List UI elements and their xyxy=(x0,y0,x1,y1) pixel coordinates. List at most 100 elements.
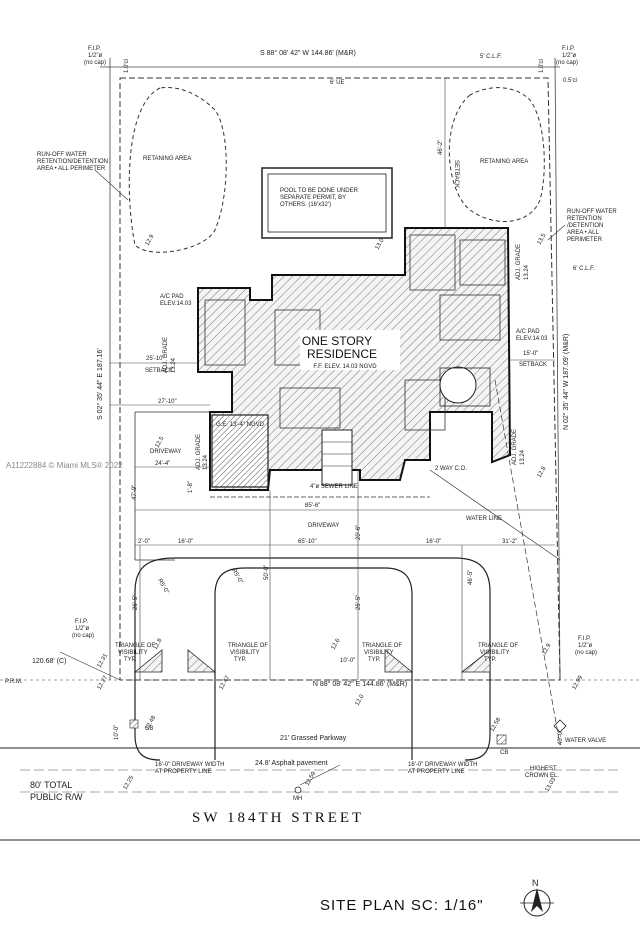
pool-outline xyxy=(261,167,393,239)
row-label: PUBLIC R/W xyxy=(30,792,83,802)
sewer-line-label: 4"ø SEWER LINE xyxy=(310,484,358,490)
svg-text:1/2"ø: 1/2"ø xyxy=(88,53,102,59)
triangle-visibility-label: TRIANGLE OF VISIBILITY TYP. xyxy=(478,643,518,663)
water-line-label: WATER LINE xyxy=(466,516,502,522)
edge-dim: 1.0'cl xyxy=(539,59,545,73)
pool-note: POOL TO BE DONE UNDER SEPARATE PERMIT, B… xyxy=(280,188,359,208)
dim-label: 24'-4" xyxy=(155,461,170,467)
mh-label: MH xyxy=(293,796,302,802)
triangle-visibility-label: TRIANGLE OF VISIBILITY TYP. xyxy=(115,643,155,663)
svg-text:F.I.P.: F.I.P. xyxy=(578,636,591,642)
svg-text:F.I.P.: F.I.P. xyxy=(75,619,88,625)
street-elev: 12.25 xyxy=(123,774,136,791)
svg-text:RUN-OFF WATER: RUN-OFF WATER xyxy=(37,152,87,158)
svg-text:1/2"ø: 1/2"ø xyxy=(578,643,592,649)
clf-label: 6' C.L.F. xyxy=(573,266,595,272)
dim-label: 65'-10" xyxy=(298,539,317,545)
svg-text:/DETENTION: /DETENTION xyxy=(567,223,603,229)
west-line-label: S 02° 35' 44" E 187.16' xyxy=(96,348,104,420)
adj-grade: ADJ. GRADE xyxy=(516,244,522,280)
fip-marker: F.I.P. 1/2"ø (no cap) xyxy=(556,46,578,66)
svg-text:OTHERS. (16'x32'): OTHERS. (16'x32') xyxy=(280,202,331,208)
ac-pad-label: A/C PAD xyxy=(516,329,540,335)
adj-grade: ADJ. GRADE xyxy=(163,337,169,373)
spot-elev: 12.27 xyxy=(97,674,110,691)
prm-label: P.R.M. xyxy=(5,679,23,685)
svg-text:VISIBILITY: VISIBILITY xyxy=(364,650,394,656)
svg-text:1/2"ø: 1/2"ø xyxy=(562,53,576,59)
dim-label: 10'-0" xyxy=(340,658,355,664)
adj-grade: ADJ. GRADE xyxy=(512,429,518,465)
plan-title: SITE PLAN SC: 1/16" xyxy=(320,897,484,914)
visibility-triangle xyxy=(460,649,491,673)
catch-basin-icon xyxy=(129,719,139,729)
svg-text:VISIBILITY: VISIBILITY xyxy=(118,650,148,656)
spot-elev: 12.99 xyxy=(572,674,585,691)
visibility-triangle xyxy=(187,649,217,673)
svg-text:AT PROPERTY LINE: AT PROPERTY LINE xyxy=(155,769,212,775)
svg-text:TRIANGLE OF: TRIANGLE OF xyxy=(362,643,402,649)
dim-label: 26'-5" xyxy=(356,595,362,610)
clf-label: 5' C.L.F. xyxy=(480,54,502,60)
triangle-visibility-label: TRIANGLE OF VISIBILITY TYP. xyxy=(362,643,402,663)
visibility-triangle xyxy=(384,649,414,673)
svg-text:TRIANGLE OF: TRIANGLE OF xyxy=(115,643,155,649)
dim-label: 85'-6" xyxy=(305,503,320,509)
svg-text:VISIBILITY: VISIBILITY xyxy=(480,650,510,656)
dim-label: 20'-6" xyxy=(356,525,362,540)
svg-text:AREA • ALL: AREA • ALL xyxy=(567,230,599,236)
fip-marker: F.I.P. 1/2"ø (no cap) xyxy=(72,619,94,639)
dim-label: 26'-5" xyxy=(133,595,139,610)
svg-text:AREA • ALL PERIMETER: AREA • ALL PERIMETER xyxy=(37,166,106,172)
side-setback-label: SETBACK xyxy=(519,362,547,368)
spot-elev: 13.0 xyxy=(375,237,386,251)
spot-elev: 12.5 xyxy=(155,435,166,449)
dim-label: 47'-9" xyxy=(132,485,138,500)
water-valve-label: WATER VALVE xyxy=(565,738,606,744)
dim-label: 1'-8" xyxy=(188,481,194,493)
dim-label: 16'-0" xyxy=(426,539,441,545)
cb-label: CB xyxy=(500,750,508,756)
water-valve-icon xyxy=(553,719,567,733)
svg-text:TYP.: TYP. xyxy=(368,657,381,663)
pool-inner xyxy=(267,173,387,233)
north-line-label: S 88° 08' 42" W 144.86' (M&R) xyxy=(260,49,356,57)
parkway-label: 21' Grassed Parkway xyxy=(280,735,347,742)
retaining-area-right xyxy=(448,87,545,222)
svg-text:(no cap): (no cap) xyxy=(575,650,597,656)
edge-dim: 1.0'cl xyxy=(124,59,130,73)
ue-label: 6' UE xyxy=(330,80,344,86)
driveway-width-note: 16'-0" DRIVEWAY WIDTH AT PROPERTY LINE xyxy=(408,762,478,775)
watermark: A11222884 © Miami MLS® 2022 xyxy=(6,461,123,470)
runoff-note-right: RUN-OFF WATER RETENTION /DETENTION AREA … xyxy=(567,209,617,243)
residence-title: RESIDENCE xyxy=(307,347,377,361)
edge-dim: 0.5'cl xyxy=(563,78,577,84)
driveway-label: DRIVEWAY xyxy=(308,523,339,529)
svg-text:VISIBILITY: VISIBILITY xyxy=(230,650,260,656)
crown-label: HIGHEST xyxy=(530,766,557,772)
ac-pad-label: ELEV.14.03 xyxy=(160,301,192,307)
spot-elev: 12.6 xyxy=(331,637,342,651)
adj-grade: 13.24 xyxy=(524,264,530,280)
spot-elev: 12.8 xyxy=(537,465,548,479)
visibility-triangle xyxy=(133,649,163,673)
two-way-co: 2 WAY C.O. xyxy=(435,466,467,472)
retaining-area-label: RETANING AREA xyxy=(143,156,191,162)
spot-elev: 12.31 xyxy=(97,652,110,669)
retaining-area-label: RETANING AREA xyxy=(480,159,528,165)
dim-label: 16'-0" xyxy=(178,539,193,545)
triangle-visibility-label: TRIANGLE OF VISIBILITY TYP. xyxy=(228,643,268,663)
fip-marker: F.I.P. 1/2"ø (no cap) xyxy=(84,46,106,66)
residence-label-bg xyxy=(300,330,400,370)
spot-elev: 12.58 xyxy=(490,716,503,733)
svg-text:(no cap): (no cap) xyxy=(72,633,94,639)
catch-basin-icon xyxy=(496,734,507,745)
svg-text:RETENTION/DETENTION: RETENTION/DETENTION xyxy=(37,159,108,165)
dim-label: 31'-2" xyxy=(502,539,517,545)
dim-label: 46'-5" xyxy=(468,570,474,585)
svg-text:TRIANGLE OF: TRIANGLE OF xyxy=(228,643,268,649)
ac-pad-label: A/C PAD xyxy=(160,294,184,300)
driveway-label: DRIVEWAY xyxy=(150,449,181,455)
